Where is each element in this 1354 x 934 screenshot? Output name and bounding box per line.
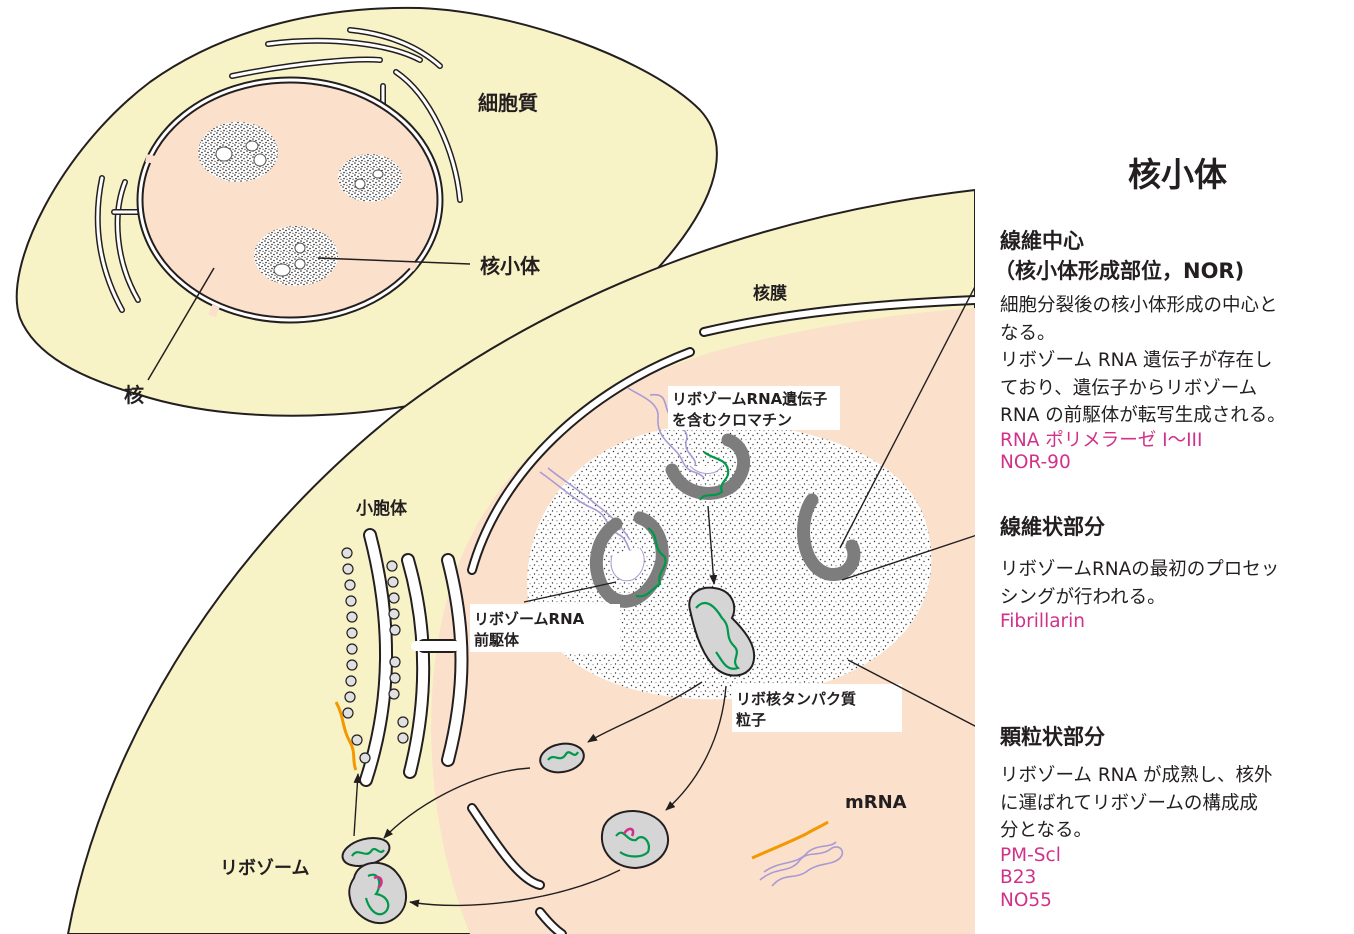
rnp-particle-nucleus: [602, 811, 668, 868]
section-text-line: 細胞分裂後の核小体形成の中心と: [1000, 292, 1286, 320]
precursor-label-2: 前駆体: [474, 631, 520, 649]
marker-text: Fibrillarin: [1000, 611, 1279, 634]
section-text-line: に運ばれてリボゾームの構成成: [1000, 790, 1273, 818]
rnp-label-1: リボ核タンパク質: [736, 690, 856, 708]
marker-text: RNA ポリメラーゼ I～III: [1000, 430, 1286, 453]
section-text-line: なる。: [1000, 320, 1286, 348]
section-heading: （核小体形成部位，NOR): [994, 256, 1286, 286]
nuclear-membrane-label: 核膜: [753, 283, 787, 304]
precursor-label-1: リボゾームRNA: [474, 610, 585, 628]
nucleus-label: 核: [124, 383, 144, 407]
cytoplasm-label: 細胞質: [478, 91, 538, 115]
section-text-line: RNA の前駆体が転写生成される。: [1000, 402, 1286, 430]
page-title: 核小体: [1128, 148, 1227, 196]
section-fibrillar-center: 線維中心 （核小体形成部位，NOR) 細胞分裂後の核小体形成の中心と なる。 リ…: [1000, 226, 1286, 475]
marker-text: NO55: [1000, 890, 1273, 913]
section-text-line: 分となる。: [1000, 817, 1273, 845]
marker-text: B23: [1000, 867, 1273, 890]
section-heading: 顆粒状部分: [1000, 722, 1273, 752]
section-text-line: リボゾーム RNA 遺伝子が存在し: [1000, 347, 1286, 375]
section-text-line: リボゾームRNAの最初のプロセッ: [1000, 556, 1279, 584]
small-nucleolus-label: 核小体: [480, 254, 541, 278]
er-label: 小胞体: [356, 498, 408, 519]
section-fibrillar-component: 線維状部分 リボゾームRNAの最初のプロセッ シングが行われる。 Fibrill…: [1000, 512, 1279, 634]
section-heading: 線維中心: [1000, 226, 1286, 256]
mrna-label: mRNA: [845, 792, 907, 813]
section-text-line: シングが行われる。: [1000, 584, 1279, 612]
section-text-line: ており、遺伝子からリボゾーム: [1000, 375, 1286, 403]
rnp-label-2: 粒子: [736, 711, 766, 729]
chromatin-label-1: リボゾームRNA遺伝子: [672, 390, 827, 408]
ribosome-label: リボゾーム: [220, 858, 309, 879]
marker-text: NOR-90: [1000, 452, 1286, 475]
section-heading: 線維状部分: [1000, 512, 1279, 542]
marker-text: PM-Scl: [1000, 845, 1273, 868]
chromatin-label-2: を含むクロマチン: [672, 411, 792, 429]
section-granular-component: 顆粒状部分 リボゾーム RNA が成熟し、核外 に運ばれてリボゾームの構成成 分…: [1000, 722, 1273, 912]
section-text-line: リボゾーム RNA が成熟し、核外: [1000, 762, 1273, 790]
